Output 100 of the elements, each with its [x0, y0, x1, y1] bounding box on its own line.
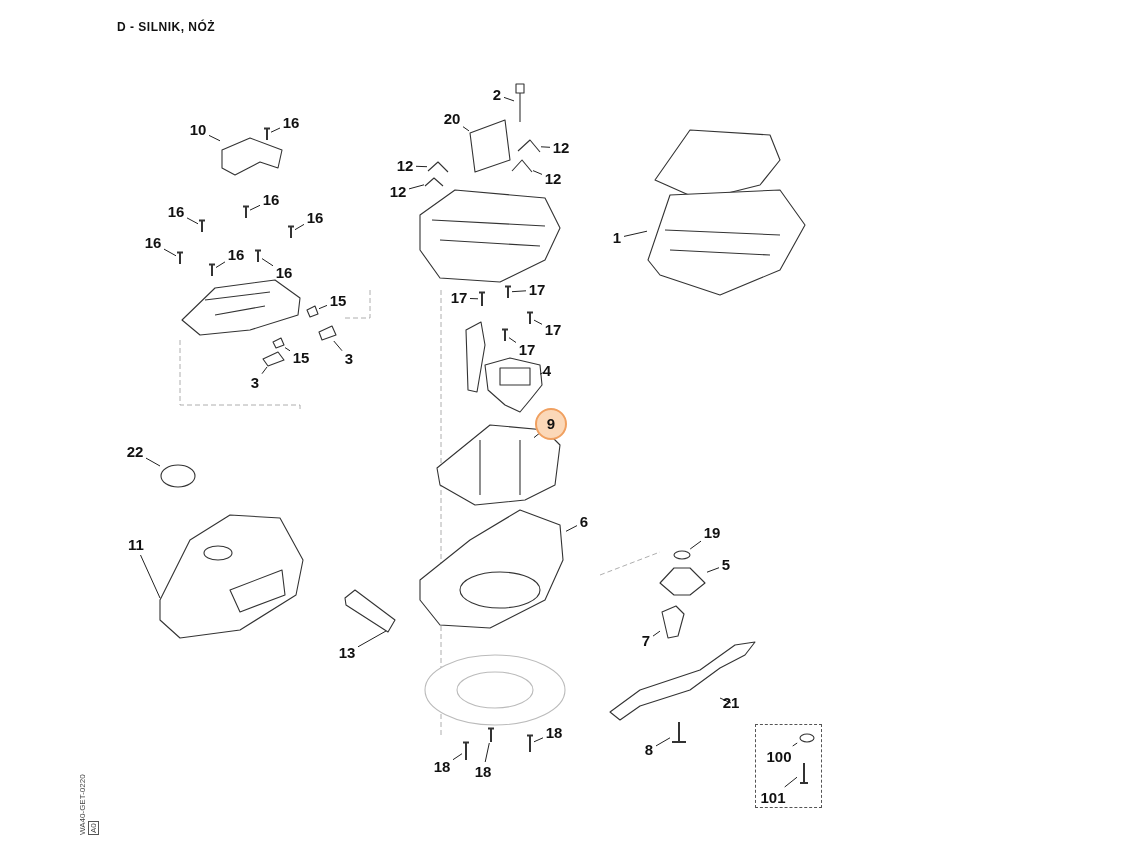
- screw-icon: [177, 252, 183, 264]
- callout-number: 20: [442, 110, 462, 128]
- screw-icon: [209, 264, 215, 276]
- screw-icon: [488, 728, 494, 742]
- leader-line: [533, 737, 544, 743]
- callout-number: 7: [640, 632, 652, 650]
- callout-number: 2: [491, 86, 503, 104]
- kit-outline: [755, 724, 822, 808]
- leader-line: [689, 540, 702, 550]
- callout-number: 18: [432, 758, 452, 776]
- screw-icon: [463, 742, 469, 760]
- callout-number: 13: [337, 644, 357, 662]
- adapter-drawing: [661, 605, 685, 639]
- callout-number: 17: [527, 281, 547, 299]
- callout-number: 16: [166, 203, 186, 221]
- callout-number: 8: [643, 741, 655, 759]
- callout-number: 10: [188, 121, 208, 139]
- screw-icon: [527, 312, 533, 324]
- leader-line: [533, 319, 543, 325]
- bracket-drawing: [465, 321, 486, 393]
- callout-number: 16: [281, 114, 301, 132]
- bolt-icon: [799, 763, 809, 784]
- callout-number: 16: [143, 234, 163, 252]
- callout-number: 19: [702, 524, 722, 542]
- screw-icon: [243, 206, 249, 218]
- callout-number: 6: [578, 513, 590, 531]
- callout-number: 15: [291, 349, 311, 367]
- bolt-icon: [671, 722, 687, 743]
- leader-line: [261, 258, 274, 267]
- leader-line: [462, 126, 470, 132]
- leader-line: [623, 230, 648, 237]
- leader-line: [469, 298, 479, 300]
- leader-line: [186, 217, 199, 225]
- callout-number: 5: [720, 556, 732, 574]
- assembly-drawing: [648, 130, 806, 296]
- badge-drawing: [161, 465, 195, 487]
- ring-icon: [673, 550, 691, 560]
- leader-line: [415, 165, 428, 168]
- clip-icon: [428, 162, 448, 172]
- revision-mark: A0: [88, 821, 99, 835]
- leader-line: [215, 261, 226, 268]
- leader-line: [508, 337, 517, 343]
- callout-number: 18: [473, 763, 493, 781]
- leader-line: [270, 127, 281, 133]
- page-heading: D - SILNIK, NÓŻ: [117, 20, 216, 34]
- leader-line: [284, 347, 291, 352]
- callout-number: 16: [226, 246, 246, 264]
- drawing-number: WA40-GET-0220: [78, 774, 87, 835]
- leader-line: [706, 567, 720, 573]
- screw-icon: [199, 220, 205, 232]
- callout-number: 22: [125, 443, 145, 461]
- callout-number: 4: [541, 362, 553, 380]
- screw-icon: [505, 286, 511, 298]
- cover-drawing: [181, 279, 301, 336]
- leader-line: [163, 248, 177, 257]
- callout-number: 16: [274, 264, 294, 282]
- clip-icon: [318, 326, 336, 340]
- leader-line: [719, 697, 732, 704]
- sensor-drawing: [515, 83, 525, 123]
- leader-line: [408, 184, 425, 190]
- callout-number: 12: [388, 183, 408, 201]
- clip-icon: [518, 140, 540, 152]
- housing-drawing: [419, 189, 561, 283]
- clip-icon: [425, 178, 443, 186]
- chassis-drawing: [419, 509, 565, 630]
- leader-line: [452, 753, 463, 761]
- screw-icon: [479, 292, 485, 306]
- leader-line: [784, 776, 798, 788]
- leader-line: [261, 366, 268, 375]
- callout-number: 101: [758, 789, 788, 807]
- callout-number: 9: [535, 408, 567, 440]
- callout-number: 1: [611, 229, 623, 247]
- leader-line: [503, 96, 515, 102]
- callout-number: 12: [543, 170, 563, 188]
- leader-line: [357, 630, 387, 648]
- callout-number: 18: [544, 724, 564, 742]
- clip-icon: [512, 160, 532, 172]
- pin-icon: [306, 306, 318, 317]
- callout-number: 3: [249, 374, 261, 392]
- base-plate-drawing: [424, 654, 566, 726]
- leader-line: [792, 742, 798, 747]
- clip-icon: [262, 352, 284, 366]
- circuit-board-drawing: [470, 120, 511, 172]
- callout-number: 16: [261, 191, 281, 209]
- leader-line: [565, 525, 578, 532]
- callout-number: 17: [517, 341, 537, 359]
- leader-line: [318, 304, 328, 310]
- callout-number: 17: [543, 321, 563, 339]
- leader-line: [652, 630, 661, 637]
- callout-number: 16: [305, 209, 325, 227]
- callout-number: 12: [395, 157, 415, 175]
- leader-line: [539, 371, 545, 375]
- callout-number: 11: [126, 536, 146, 554]
- washer-icon: [799, 733, 815, 743]
- leader-line: [540, 146, 551, 148]
- callout-number: 15: [328, 292, 348, 310]
- screw-icon: [288, 226, 294, 238]
- leader-line: [294, 223, 305, 231]
- leader-line: [140, 554, 161, 599]
- hood-drawing: [158, 514, 305, 640]
